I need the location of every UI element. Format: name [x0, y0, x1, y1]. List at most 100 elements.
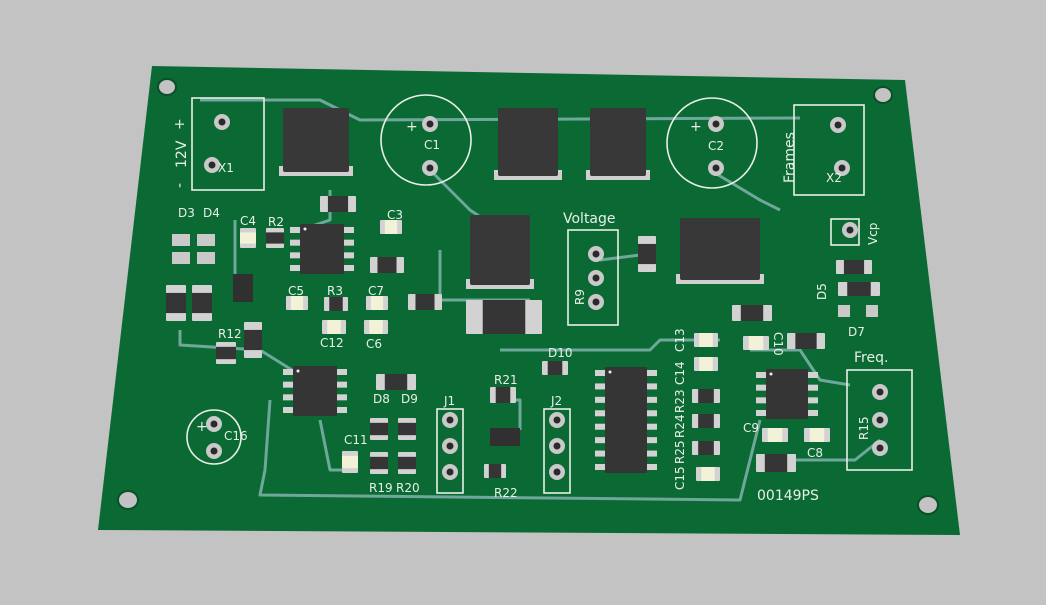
smd-resistor [329, 297, 343, 311]
drill-hole [446, 442, 454, 450]
drill-hole [876, 388, 884, 396]
board-id-label: 00149PS [757, 488, 819, 504]
smd-capacitor [748, 336, 764, 350]
label-x1: X1 [218, 161, 234, 175]
label-j2: J2 [550, 394, 562, 408]
pin1-marker [608, 370, 612, 374]
label-j1: J1 [443, 394, 455, 408]
smd-resistor [398, 456, 416, 470]
ic-chip [605, 367, 647, 473]
drill-hole [553, 416, 561, 424]
label-c1: C1 [424, 138, 440, 152]
ic-pin [342, 239, 354, 246]
smd-capacitor [384, 220, 398, 234]
label-c16: C16 [224, 429, 248, 443]
sot-transistor [490, 428, 520, 446]
smd-resistor [244, 329, 262, 351]
ic-pin [283, 369, 295, 375]
smd-resistor [327, 196, 349, 212]
smd-resistor [843, 260, 865, 274]
ic-pin [645, 396, 657, 403]
smd-capacitor [809, 428, 825, 442]
smd-resistor [216, 346, 236, 360]
pin1-marker [303, 227, 307, 231]
label-frames: Frames [782, 132, 798, 183]
label-r20: R20 [396, 481, 420, 495]
pin1-marker [769, 372, 773, 376]
label-d9: D9 [401, 392, 418, 406]
smd-resistor [166, 292, 186, 314]
ic-pin [806, 384, 818, 391]
smd-resistor [384, 374, 408, 390]
pin1-marker [296, 369, 300, 373]
smd-resistor [698, 441, 714, 455]
ic-pin [290, 239, 302, 246]
label-c16-plus: + [196, 419, 208, 435]
smd-resistor [847, 282, 871, 296]
label-freq: Freq. [854, 350, 888, 366]
power-component [590, 108, 646, 176]
ic-pin [645, 423, 657, 430]
smd-capacitor [342, 455, 358, 469]
mounting-holes [117, 78, 939, 515]
label-vcp: Vcp [866, 223, 880, 245]
smd-pad [197, 234, 215, 246]
j1-outline [436, 408, 464, 494]
smd-resistor [415, 294, 435, 310]
power-component [283, 108, 349, 172]
ic-pin [645, 370, 657, 376]
label-r23: R23 [673, 389, 687, 413]
mounting-hole [157, 78, 177, 96]
smd-resistor [764, 454, 788, 472]
smd-pad [838, 305, 850, 317]
smd-capacitor [240, 232, 256, 244]
label-c14: C14 [673, 361, 687, 385]
drill-hole [553, 442, 561, 450]
smd-capacitor [290, 296, 304, 310]
label-c3: C3 [387, 208, 403, 222]
label-x1-plus: + [172, 118, 188, 130]
ic-pin [645, 410, 657, 417]
smd-resistor [398, 422, 416, 436]
mounting-hole [873, 86, 893, 104]
label-c8: C8 [807, 446, 823, 460]
ic-pin [806, 397, 818, 404]
drill-hole [834, 121, 842, 129]
smd-resistor [370, 456, 388, 470]
label-d4: D4 [203, 206, 220, 220]
components [166, 108, 888, 481]
power-component [498, 108, 558, 176]
smd-capacitor [699, 333, 713, 347]
drill-hole [210, 447, 218, 455]
ic-pin [756, 384, 768, 391]
label-r12: R12 [218, 327, 242, 341]
smd-capacitor [701, 467, 715, 481]
smd-resistor [638, 243, 656, 265]
mounting-hole [117, 490, 139, 510]
label-c5: C5 [288, 284, 304, 298]
drill-hole [876, 444, 884, 452]
ic-pin [645, 383, 657, 390]
smd-capacitor [369, 320, 383, 334]
ic-pin [335, 369, 347, 375]
ic-pin [335, 381, 347, 388]
label-voltage: Voltage [563, 211, 616, 227]
ic-pin [806, 410, 818, 416]
ic-pin [283, 407, 295, 413]
ic-pin [290, 252, 302, 259]
label-x1-minus: - [172, 183, 188, 188]
ic-pin [283, 381, 295, 388]
c1-outline [380, 94, 472, 186]
label-c11: C11 [344, 433, 368, 447]
drill-hole [592, 274, 600, 282]
power-component [470, 215, 530, 285]
smd-resistor [698, 389, 714, 403]
ic-pin [756, 372, 768, 378]
drill-hole [712, 120, 720, 128]
ic-pin [645, 464, 657, 470]
ic-pin [756, 410, 768, 416]
smd-pad [172, 234, 190, 246]
label-d10: D10 [548, 346, 573, 360]
label-c13: C13 [673, 328, 687, 352]
